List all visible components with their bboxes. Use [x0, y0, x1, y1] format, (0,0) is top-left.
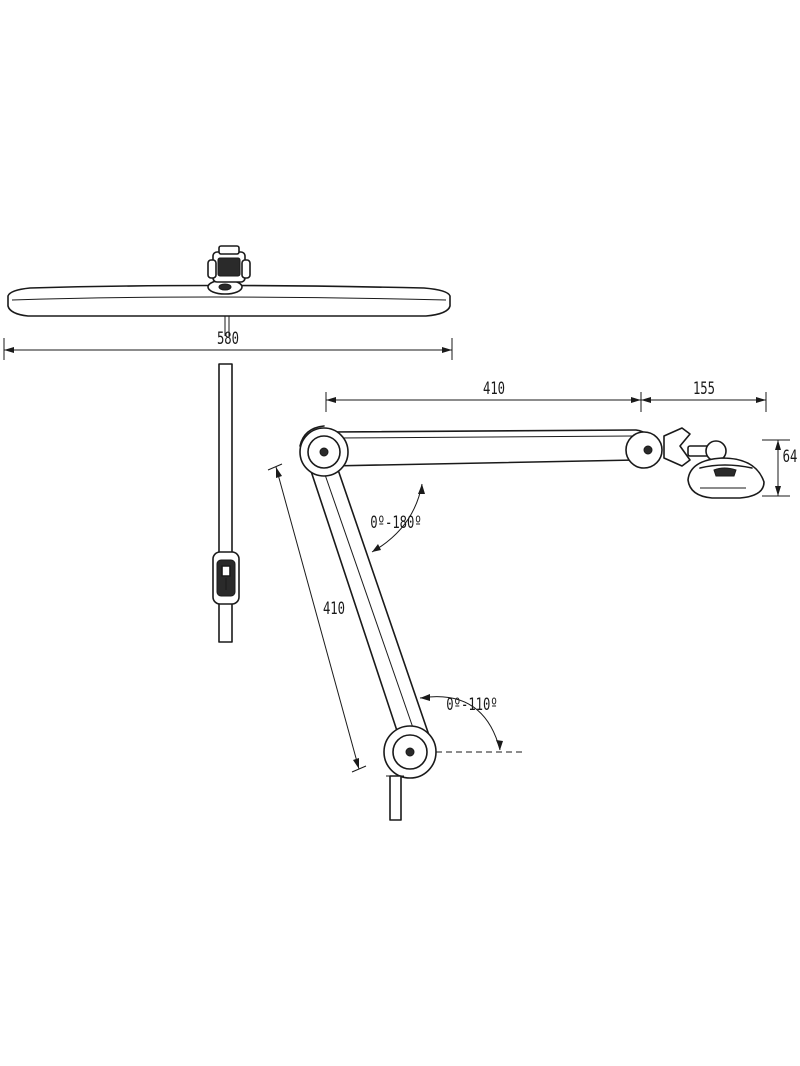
- dimension-head-reach-label: 155: [693, 379, 715, 399]
- head-connector: [625, 427, 727, 469]
- angle-lower-joint: 0º-110º: [419, 694, 522, 753]
- lamp-head-side: [687, 457, 765, 499]
- front-view: 580: [3, 245, 453, 643]
- dimension-lower-arm: 410: [267, 463, 367, 773]
- angle-upper-joint: 0º-180º: [370, 483, 425, 553]
- dimension-head-width-label: 580: [217, 329, 239, 349]
- dimension-head-width: 580: [3, 329, 453, 360]
- head-mount-bracket: [207, 245, 251, 283]
- upper-joint: [299, 425, 349, 477]
- upper-arm: [329, 429, 653, 467]
- dimension-upper-arm-label: 410: [483, 379, 505, 399]
- front-arm: [212, 363, 240, 643]
- angle-lower-joint-label: 0º-110º: [446, 695, 498, 715]
- side-view: 410 155 64: [267, 379, 798, 821]
- dimension-head-height-label: 64: [783, 447, 798, 467]
- angle-upper-joint-label: 0º-180º: [370, 513, 422, 533]
- dimension-head-height: 64: [762, 439, 798, 497]
- dimension-lower-arm-label: 410: [323, 599, 345, 619]
- dimension-upper-arm: 410: [325, 379, 642, 412]
- lower-joint: [383, 725, 437, 821]
- lamp-head-bar: [7, 284, 451, 317]
- dimension-head-reach: 155: [641, 379, 767, 412]
